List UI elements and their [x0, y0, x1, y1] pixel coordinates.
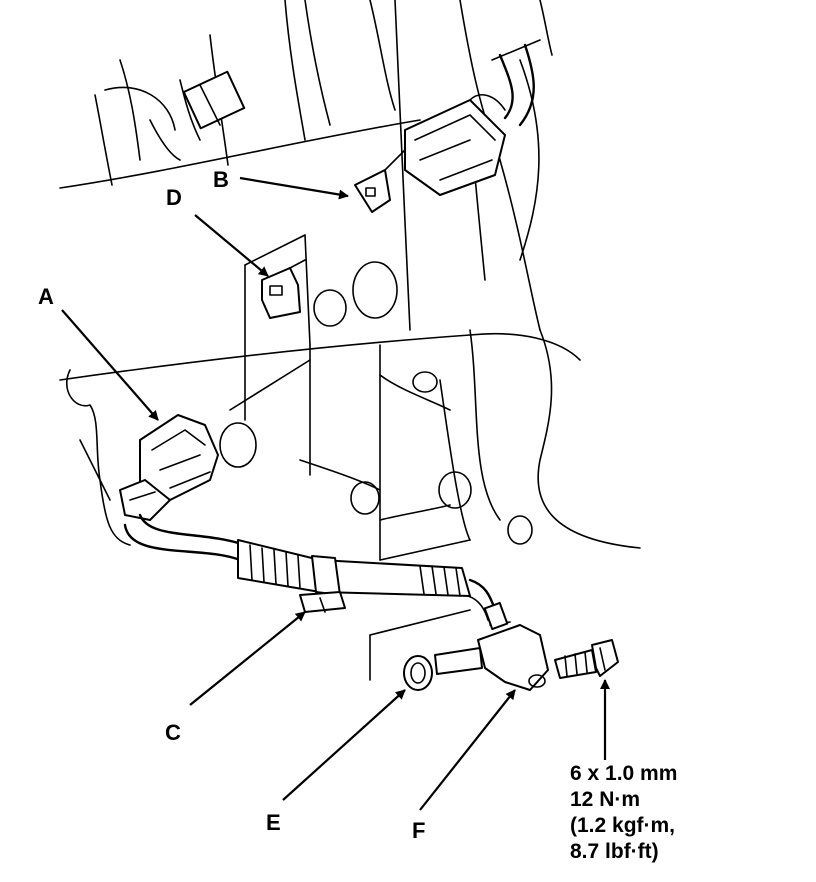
bolt-torque-nm: 12 N·m	[570, 788, 640, 811]
o-ring-e	[403, 655, 433, 691]
callout-d: D	[166, 185, 182, 210]
callout-f: F	[412, 818, 425, 843]
sensor-f	[434, 601, 549, 691]
arrow-e	[282, 689, 406, 801]
bolt-spec: 6 x 1.0 mm 12 N·m (1.2 kgf·m, 8.7 lbf·ft…	[570, 762, 677, 863]
arrow-c	[189, 611, 306, 706]
bolt	[554, 639, 619, 679]
connector-a	[119, 414, 219, 521]
bolt-size: 6 x 1.0 mm	[570, 762, 677, 785]
clip-c	[299, 591, 346, 613]
arrow-a	[61, 309, 159, 421]
arrow-d	[194, 214, 269, 277]
upper-connector	[404, 94, 506, 196]
bracket-b	[354, 149, 406, 213]
callout-a: A	[38, 284, 54, 309]
callout-b: B	[213, 167, 229, 192]
callout-arrows	[61, 176, 610, 811]
callout-e: E	[266, 810, 281, 835]
sensor-cable	[123, 513, 497, 621]
callout-c: C	[165, 720, 181, 745]
arrow-b	[239, 176, 349, 200]
clip-d	[261, 259, 306, 319]
arrow-f	[419, 689, 516, 811]
upper-wire-harness	[179, 39, 541, 141]
bolt-torque-kgfm: (1.2 kgf·m,	[570, 814, 675, 837]
bolt-torque-lbfft: 8.7 lbf·ft)	[570, 840, 659, 863]
